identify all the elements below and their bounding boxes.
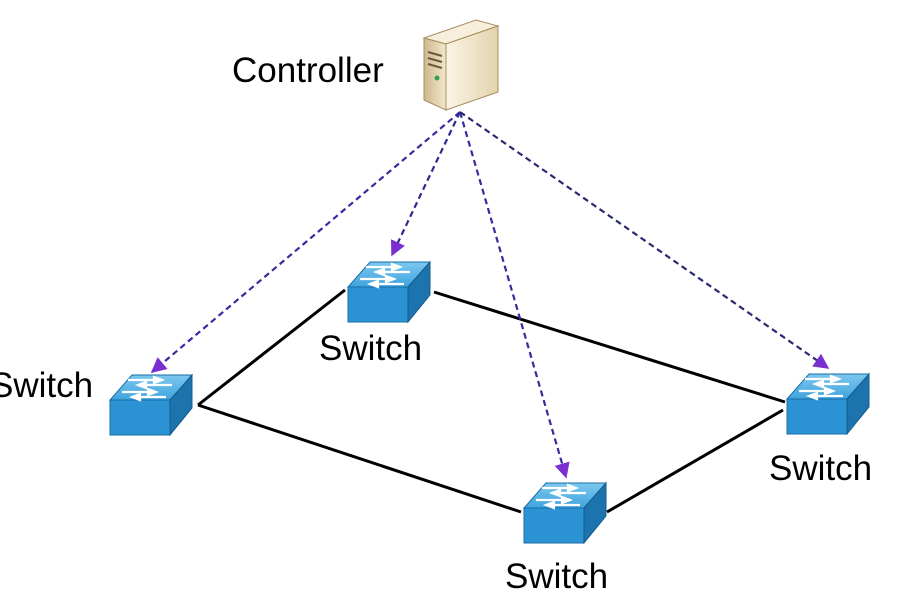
switch-top-label: Switch (319, 329, 422, 368)
switch-top-node: Switch (319, 260, 432, 368)
switch-bottom-label: Switch (505, 557, 608, 596)
network-switch-icon (522, 481, 608, 545)
switch-right-label: Switch (769, 449, 872, 488)
link-bottom-left (197, 403, 522, 514)
link-left-top (197, 288, 346, 407)
switch-left-node: Switch (0, 366, 194, 437)
switch-left-label: Switch (0, 366, 93, 405)
control-link-right (459, 111, 830, 369)
controller-node: Controller (232, 19, 500, 111)
network-switch-icon (785, 372, 871, 436)
control-links (150, 111, 830, 479)
switch-right-node: Switch (769, 372, 872, 488)
switch-bottom-node: Switch (505, 481, 608, 596)
control-link-top (390, 111, 461, 257)
server-tower-icon (422, 19, 500, 111)
data-links (197, 288, 786, 514)
link-right-bottom (606, 408, 784, 514)
control-link-left (150, 111, 461, 373)
controller-label: Controller (232, 51, 384, 90)
link-top-right (433, 290, 786, 404)
network-switch-icon (108, 373, 194, 437)
control-link-bottom (458, 111, 570, 479)
network-switch-icon (346, 260, 432, 324)
